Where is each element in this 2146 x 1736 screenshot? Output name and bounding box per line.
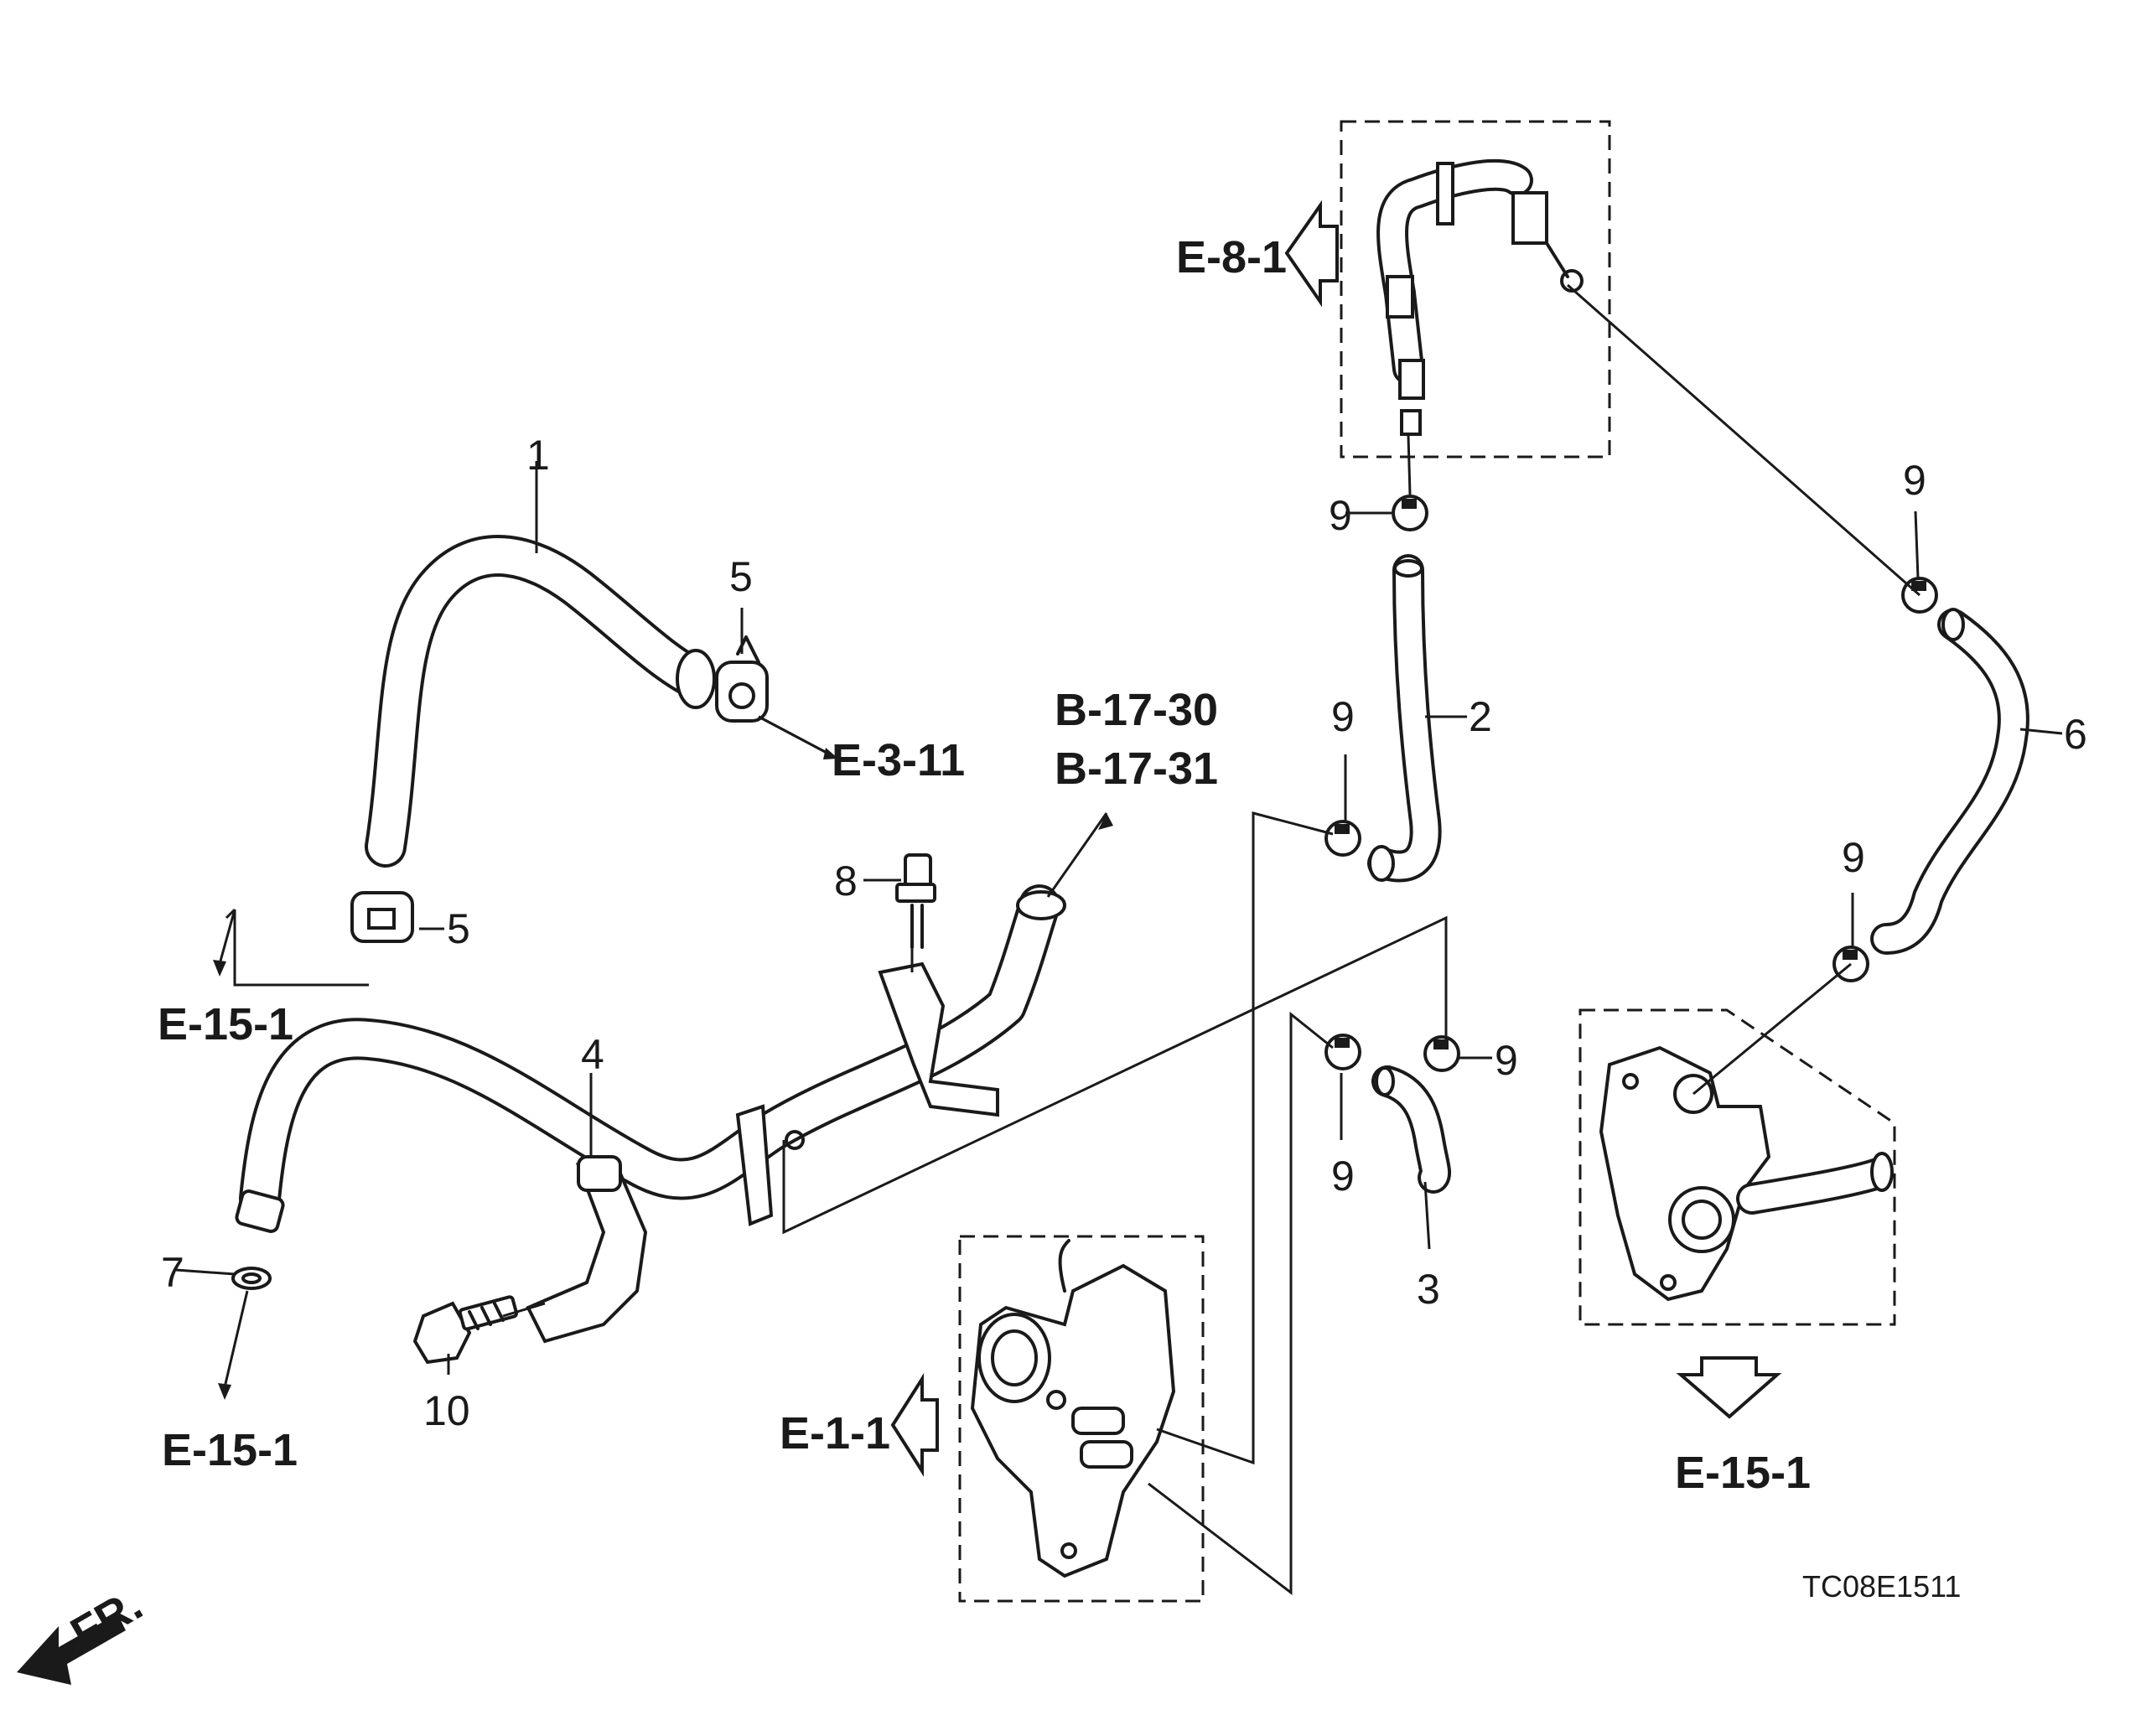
ref-e-15-1-bottom[interactable]: E-15-1 <box>162 1425 298 1475</box>
hose-6[interactable] <box>1870 608 2029 955</box>
clamp-9-a[interactable] <box>1392 495 1428 531</box>
callout-1: 1 <box>526 432 550 479</box>
clamp-9-f[interactable] <box>1423 1035 1460 1072</box>
arrow-e-15-1-left <box>213 909 236 977</box>
pipe-4[interactable] <box>235 884 1066 1233</box>
ref-e-15-1-left[interactable]: E-15-1 <box>158 999 293 1049</box>
clamp-9-e[interactable] <box>1324 1034 1361 1070</box>
hose-1[interactable] <box>365 535 717 868</box>
water-outlet-housing[interactable] <box>1599 1045 1894 1302</box>
callout-2: 2 <box>1469 693 1492 740</box>
callout-6: 6 <box>2064 711 2087 758</box>
o-ring-7[interactable] <box>231 1267 272 1290</box>
clamp-5-upper[interactable] <box>715 635 769 723</box>
clamp-9-b[interactable] <box>1324 820 1361 857</box>
callout-5-lower: 5 <box>447 905 470 952</box>
ref-b-17-30[interactable]: B-17-30 <box>1055 685 1218 735</box>
callout-5-upper: 5 <box>729 553 753 600</box>
bolt-10[interactable] <box>412 1295 519 1365</box>
hollow-arrow-e-8-1[interactable] <box>1284 200 1339 308</box>
hose-2[interactable] <box>1367 554 1442 883</box>
pipe-bracket-lower <box>526 1155 648 1344</box>
callout-9-b: 9 <box>1331 693 1355 740</box>
arrow-e-15-1-bottom <box>218 1383 231 1400</box>
front-arrow-icon <box>17 1614 126 1685</box>
callout-9-e: 9 <box>1331 1153 1355 1200</box>
callout-9-c: 9 <box>1903 457 1926 504</box>
callout-10: 10 <box>423 1387 470 1434</box>
clamp-5-lower[interactable] <box>350 891 414 943</box>
pipe-assembly-top[interactable] <box>1376 158 1584 436</box>
arrow-b-17 <box>1098 813 1113 830</box>
ref-e-1-1[interactable]: E-1-1 <box>780 1408 890 1459</box>
pipe-bracket-center <box>735 1104 805 1226</box>
diagram-code: TC08E1511 <box>1802 1569 1961 1604</box>
pipe-bracket-upper <box>878 961 999 1117</box>
arrow-e-3-11 <box>758 715 838 759</box>
callout-3: 3 <box>1417 1266 1440 1313</box>
callout-9-a: 9 <box>1329 492 1352 539</box>
callout-9-f: 9 <box>1495 1037 1518 1084</box>
ref-e-8-1[interactable]: E-8-1 <box>1176 232 1287 282</box>
dashed-box-bottom <box>958 1235 1205 1603</box>
hollow-arrow-e-15-1-right[interactable] <box>1676 1356 1782 1419</box>
dashed-box-top <box>1340 120 1611 459</box>
dashed-box-right <box>1578 1008 1896 1326</box>
bolt-8[interactable] <box>895 853 936 949</box>
callout-4: 4 <box>581 1031 604 1078</box>
callout-8: 8 <box>834 858 858 904</box>
ref-e-3-11[interactable]: E-3-11 <box>832 735 965 785</box>
hollow-arrow-e-1-1[interactable] <box>890 1373 939 1477</box>
ref-b-17-31[interactable]: B-17-31 <box>1055 744 1218 794</box>
thermostat-housing[interactable] <box>970 1239 1176 1578</box>
callout-9-d: 9 <box>1842 834 1865 881</box>
hose-3[interactable] <box>1371 1065 1452 1194</box>
leader-lines <box>175 283 2063 1596</box>
ref-e-15-1-right[interactable]: E-15-1 <box>1675 1448 1811 1498</box>
callout-7: 7 <box>161 1249 184 1296</box>
